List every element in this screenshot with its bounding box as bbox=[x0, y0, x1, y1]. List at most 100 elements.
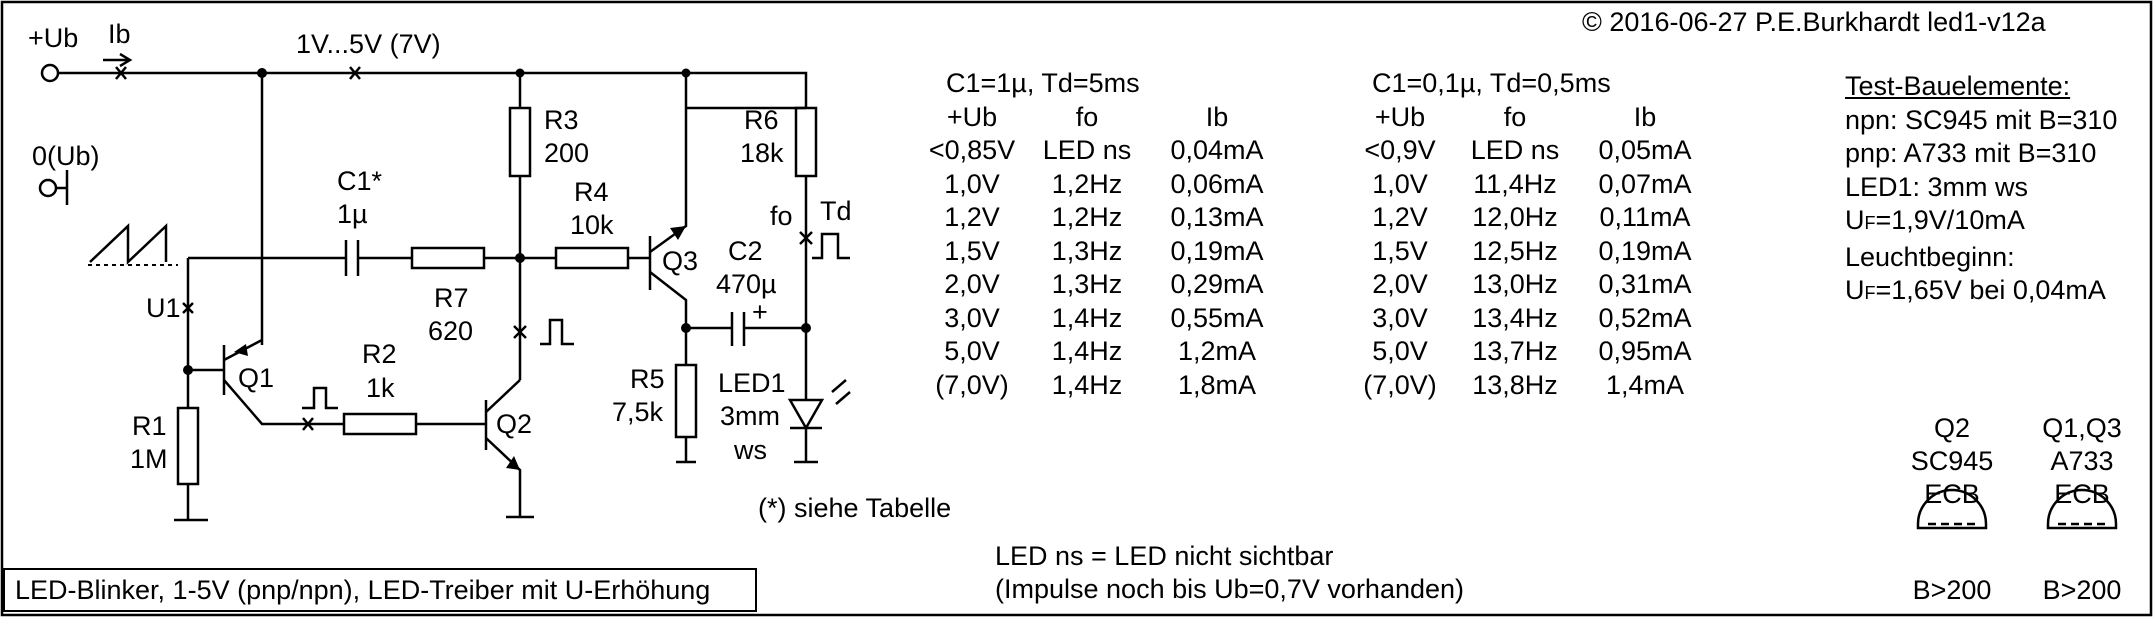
note: LED ns = LED nicht sichtbar (Impulse noc… bbox=[995, 540, 1464, 606]
test-uf2: UF=1,65V bei 0,04mA bbox=[1845, 275, 2106, 305]
r1-resistor bbox=[176, 406, 200, 486]
table1-header-ub: +Ub bbox=[946, 101, 998, 132]
note-line: LED ns = LED nicht sichtbar bbox=[995, 541, 1334, 571]
label-led1-color: ws bbox=[734, 435, 767, 465]
label-r5-value: 7,5k bbox=[612, 397, 664, 427]
table2-header-fo: fo bbox=[1503, 101, 1527, 132]
q1-emitter-arrow bbox=[234, 344, 248, 356]
ib-arrow-icon bbox=[103, 52, 133, 68]
label-q1: Q1 bbox=[238, 363, 275, 393]
q1-probe-icon bbox=[302, 417, 314, 431]
test-line: pnp: A733 mit B=310 bbox=[1845, 138, 2097, 168]
test-line: npn: SC945 mit B=310 bbox=[1845, 104, 2118, 135]
note-line: (Impulse noch bis Ub=0,7V vorhanden) bbox=[995, 574, 1465, 604]
package-q2-pins: ECB bbox=[1924, 479, 1980, 509]
table2-header-ub: +Ub bbox=[1374, 101, 1426, 132]
r3-resistor bbox=[508, 106, 532, 178]
label-led1: LED1 bbox=[718, 368, 786, 398]
label-led1-size: 3mm bbox=[720, 401, 780, 431]
label-c2: C2 bbox=[728, 236, 763, 266]
package-q2-name: Q2 bbox=[1933, 413, 1971, 443]
supply-rail bbox=[58, 71, 808, 108]
package-q1q3-beta: B>200 bbox=[2042, 575, 2122, 605]
c1-capacitor bbox=[188, 240, 412, 276]
label-r7-value: 620 bbox=[428, 316, 474, 346]
r7-resistor bbox=[410, 246, 486, 270]
label-r1-value: 1M bbox=[130, 444, 168, 474]
q2-pulse-icon bbox=[540, 318, 574, 346]
label-range: 1V...5V (7V) bbox=[296, 29, 441, 59]
test-title: Test-Bauelemente: bbox=[1845, 71, 2071, 101]
test-components: Test-Bauelemente: npn: SC945 mit B=310 p… bbox=[1845, 70, 2117, 311]
ground-bar bbox=[56, 170, 69, 205]
title-box: LED-Blinker, 1-5V (pnp/npn), LED-Treiber… bbox=[3, 568, 757, 612]
label-ub: +Ub bbox=[28, 23, 79, 53]
q1-pulse-icon bbox=[302, 386, 338, 410]
label-r1: R1 bbox=[132, 411, 167, 441]
fo-probe-icon bbox=[799, 231, 813, 245]
label-r4: R4 bbox=[574, 177, 609, 207]
package-q2-beta: B>200 bbox=[1912, 575, 1992, 605]
package-q1q3-type: A733 bbox=[2050, 446, 2114, 476]
q3-emitter-arrow bbox=[670, 226, 686, 240]
label-c1: C1* bbox=[337, 166, 383, 196]
label-r7: R7 bbox=[434, 283, 469, 313]
r5-ground bbox=[676, 437, 696, 464]
label-fo: fo bbox=[770, 201, 793, 231]
td-pulse-icon bbox=[812, 232, 850, 260]
q2-emitter-ground bbox=[485, 437, 534, 519]
r1-ground bbox=[174, 484, 208, 522]
package-q2-type: SC945 bbox=[1910, 446, 1994, 476]
test-leuchtbeginn: Leuchtbeginn: bbox=[1845, 241, 2015, 272]
label-r2-value: 1k bbox=[366, 373, 395, 403]
r2-resistor bbox=[342, 412, 418, 436]
q2-emitter-arrow bbox=[506, 456, 520, 470]
package-q1q3-name: Q1,Q3 bbox=[2042, 413, 2122, 443]
u1-probe-icon bbox=[182, 302, 194, 314]
table2-title: C1=0,1µ, Td=0,5ms bbox=[1372, 68, 1611, 98]
ground-terminal bbox=[38, 178, 58, 198]
label-ib: Ib bbox=[108, 19, 131, 49]
label-r2: R2 bbox=[362, 339, 397, 369]
package-q1q3-icon bbox=[2046, 488, 2118, 530]
label-c1-value: 1µ bbox=[337, 199, 368, 229]
footnote: (*) siehe Tabelle bbox=[758, 493, 952, 523]
label-zero: 0(Ub) bbox=[32, 141, 100, 171]
table2-header: +Ub fo Ib bbox=[1350, 101, 1710, 135]
label-q2: Q2 bbox=[496, 409, 533, 439]
label-r6: R6 bbox=[744, 105, 779, 135]
ib-probe-icon bbox=[115, 66, 127, 80]
led1-diode bbox=[787, 328, 825, 464]
copyright: © 2016-06-27 P.E.Burkhardt led1-v12a bbox=[1582, 7, 2046, 37]
test-uf: UF=1,9V/10mA bbox=[1845, 205, 2025, 235]
c2-capacitor bbox=[686, 312, 806, 346]
voltage-probe-icon bbox=[349, 66, 361, 80]
package-q1q3: Q1,Q3 A733 ECB bbox=[2022, 412, 2142, 511]
sawtooth-icon bbox=[89, 223, 168, 265]
table1-header: +Ub fo Ib bbox=[922, 101, 1282, 135]
table2-header-ib: Ib bbox=[1633, 101, 1657, 132]
label-u1: U1 bbox=[146, 293, 181, 323]
ub-terminal bbox=[40, 63, 60, 83]
table1-title: C1=1µ, Td=5ms bbox=[946, 68, 1140, 98]
led-light-icon bbox=[831, 379, 851, 405]
label-r5: R5 bbox=[630, 364, 665, 394]
